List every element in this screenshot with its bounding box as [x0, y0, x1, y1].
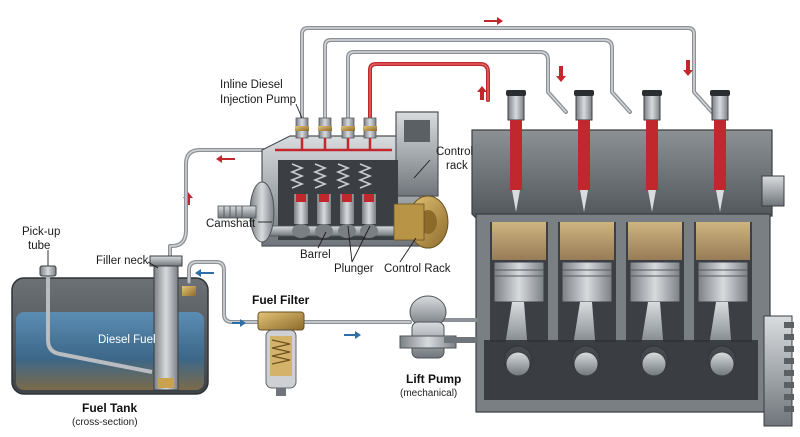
camshaft-label: Camshaft: [206, 218, 256, 230]
fuel-filter-label: Fuel Filter: [252, 293, 310, 307]
injectors: [506, 90, 730, 212]
control-rack-bottom-label: Control Rack: [384, 263, 451, 275]
lift-pump-sub-label: (mechanical): [400, 388, 457, 399]
barrel-label: Barrel: [300, 249, 331, 261]
control-rack-top-line1: Control: [436, 146, 473, 158]
fuel-return-line: [168, 148, 270, 264]
pump-title-line2: Injection Pump: [220, 94, 296, 106]
flow-arrow-icon: [195, 269, 361, 339]
pickup-line2: tube: [28, 240, 50, 252]
plunger-label: Plunger: [334, 263, 374, 275]
lift-pump-label: Lift Pump: [406, 372, 461, 386]
labels: Inline Diesel Injection Pump Control rac…: [22, 79, 473, 428]
feed-line: [187, 260, 478, 324]
diesel-fuel-label: Diesel Fuel: [98, 334, 156, 346]
injection-lines: [300, 26, 714, 124]
fuel-tank: [11, 255, 209, 395]
pump-title-line1: Inline Diesel: [220, 79, 283, 91]
lift-pump: [399, 295, 478, 359]
control-rack-top-line2: rack: [446, 160, 468, 172]
fuel-tank-label: Fuel Tank: [82, 401, 137, 415]
cylinders: [484, 222, 758, 400]
leader-lines: [47, 103, 431, 269]
fuel-filter: [257, 311, 305, 396]
fuel-tank-sub-label: (cross-section): [72, 417, 138, 428]
filler-neck-label: Filler neck: [96, 255, 149, 267]
injection-pump: [217, 111, 449, 249]
pickup-line1: Pick-up: [22, 226, 60, 238]
